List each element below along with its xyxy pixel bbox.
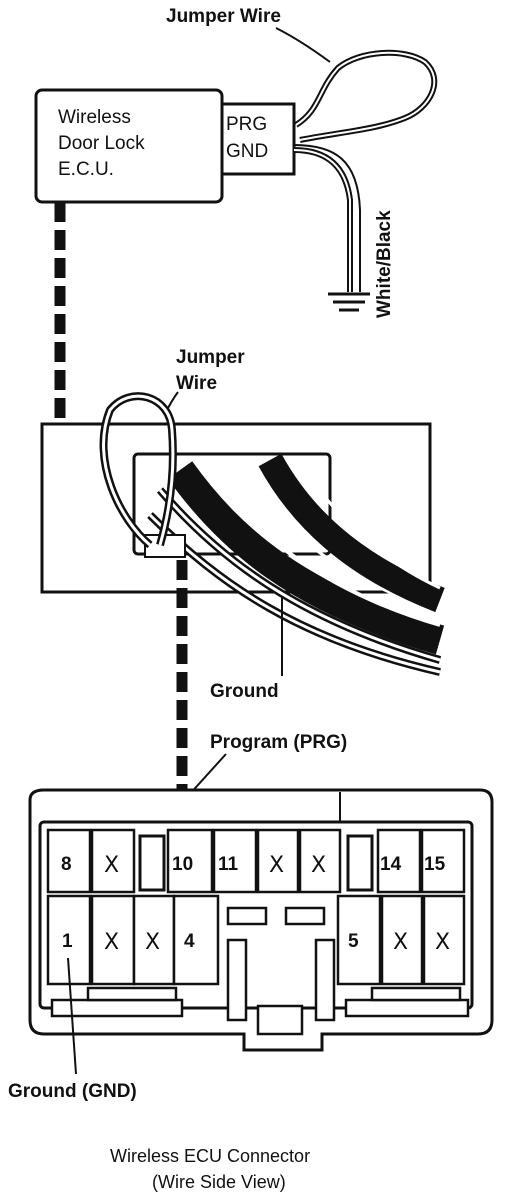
program-prg-label: Program (PRG) [210,732,347,753]
ground-gnd-label: Ground (GND) [8,1081,137,1102]
pin-cell [422,894,466,986]
empty-terminal-slot [346,834,374,892]
pin-cell [46,828,92,894]
prg-terminal-label: PRG [226,114,267,135]
ecu-label-line2: Door Lock [58,133,145,154]
pin-cell [172,894,220,986]
pin-cell [298,828,342,894]
connector-bottom-row: 1 X X 4 5 X X [46,894,466,986]
pin-label: 1 [62,931,73,952]
pin-cell [420,828,466,894]
connector-top-row: 8 X 10 11 X X 14 15 [46,828,466,894]
jumper-wire-top-label: Jumper Wire [166,6,281,27]
wire-color-label: White/Black [374,210,395,318]
pin-label: 8 [61,854,72,875]
jumper-wire-loop-top [294,49,438,143]
pin-cell [132,894,176,986]
pin-cell [376,828,422,894]
jumper-wire-mid-label-2: Wire [176,373,217,394]
prg-terminal-slot [138,834,166,892]
wireless-door-lock-ecu: Wireless Door Lock E.C.U. [34,88,224,204]
ground-gnd-leader [67,957,77,1075]
jumper-wire-top-leader [275,27,331,63]
pin-label: 5 [348,931,359,952]
pin-x-mark: X [269,853,284,878]
ground-symbol-icon [328,292,370,312]
jumper-wire-mid-label-1: Jumper [176,347,245,368]
pin-cell [380,894,424,986]
connector-lower-latches [50,986,470,1018]
pin-cell [90,828,136,894]
pin-cell [336,894,382,986]
ground-mid-label: Ground [210,681,279,702]
pin-x-mark: X [104,930,119,955]
pin-label: 10 [172,854,193,875]
pin-label: 4 [184,931,195,952]
gnd-terminal-label: GND [226,141,268,162]
caption-line2: (Wire Side View) [152,1172,286,1192]
pin-label: 15 [424,854,446,875]
pin-label: 11 [218,854,239,875]
pin-x-mark: X [393,930,408,955]
connector-center-keys [226,906,336,1036]
caption-line1: Wireless ECU Connector [110,1146,310,1166]
pin-x-mark: X [145,930,160,955]
pin-x-mark: X [104,853,119,878]
pin-cell [212,828,258,894]
ecu-label-line3: E.C.U. [58,159,114,180]
pin-cell [256,828,300,894]
pin-cell [166,828,214,894]
pin-cell [90,894,136,986]
ecu-label-line1: Wireless [58,107,131,128]
pin-x-mark: X [311,853,326,878]
white-black-ground-wire [293,144,361,292]
jumper-wire-loop-mid [99,392,177,549]
terminal-block: PRG GND [220,102,296,176]
pin-label: 14 [380,854,402,875]
pin-x-mark: X [435,930,450,955]
